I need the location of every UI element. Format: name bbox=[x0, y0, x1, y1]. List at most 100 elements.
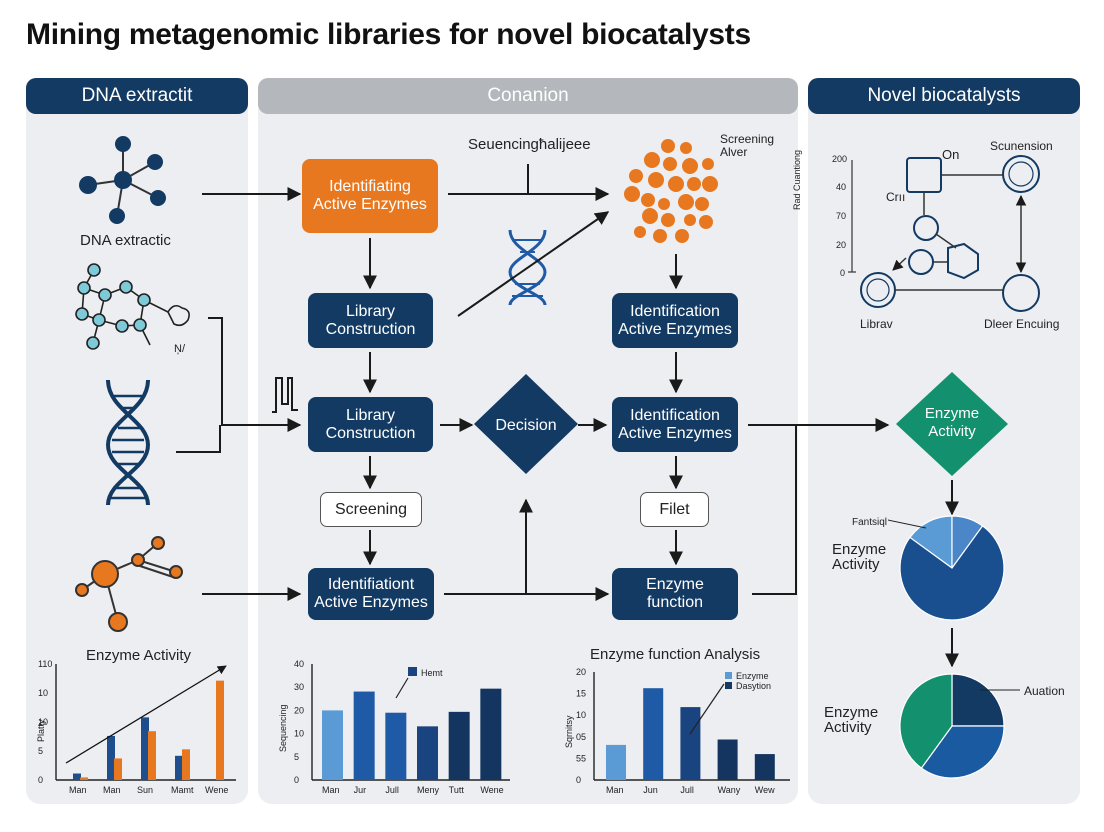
sequencing-label: Seuencingħalijeee bbox=[468, 136, 591, 153]
chart1-title: Enzyme Activity bbox=[86, 647, 192, 664]
bar bbox=[754, 754, 775, 780]
bar bbox=[448, 711, 470, 780]
diagram-yaxis-label: Rad Cuantiong bbox=[792, 149, 802, 210]
label-on: On bbox=[942, 147, 960, 162]
left-panel bbox=[26, 80, 248, 804]
x-tick-label: Man bbox=[103, 785, 121, 795]
pie-slice bbox=[899, 525, 1005, 621]
y-tick-label: 20 bbox=[576, 667, 586, 677]
diagram-tick: 20 bbox=[836, 240, 847, 250]
y-tick-label: 20 bbox=[294, 705, 304, 715]
y-tick-label: 30 bbox=[294, 682, 304, 692]
x-tick-label: Mamt bbox=[171, 785, 194, 795]
identification-active-enzymes-box-2: Identification Active Enzymes bbox=[612, 397, 738, 452]
pie1-label: Enzyme Activity bbox=[832, 541, 887, 573]
y-tick-label: 40 bbox=[294, 659, 304, 669]
y-axis-label: Sequencing bbox=[278, 704, 288, 752]
legend-leader bbox=[395, 677, 409, 699]
x-tick-label: Man bbox=[606, 785, 624, 795]
callout-leader bbox=[887, 519, 927, 529]
y-tick-label: 15 bbox=[576, 689, 586, 699]
bar bbox=[606, 744, 626, 780]
x-tick-label: Man bbox=[322, 785, 340, 795]
dna-helix-left-icon bbox=[105, 379, 151, 506]
molecule-label: Ņ/ bbox=[174, 343, 185, 355]
molecule-teal-icon bbox=[75, 263, 190, 350]
bar bbox=[182, 749, 190, 780]
y-tick-label: 10 bbox=[38, 717, 48, 727]
screening-box: Screening bbox=[320, 492, 422, 527]
y-tick-label: 55 bbox=[576, 753, 586, 763]
label-dleer: Dleer Encuing bbox=[984, 317, 1060, 331]
legend-swatch bbox=[408, 667, 417, 676]
bar bbox=[107, 735, 115, 780]
screening-alver-label: Screening Alver bbox=[720, 132, 775, 159]
x-tick-label: Jull bbox=[385, 785, 399, 795]
decision-node bbox=[474, 374, 578, 474]
bar bbox=[353, 691, 375, 780]
enzyme-activity-pie-1 bbox=[887, 515, 1005, 621]
pie-slice bbox=[951, 673, 1005, 727]
y-tick-label: 10 bbox=[38, 688, 48, 698]
bead-cluster-icon bbox=[624, 139, 718, 243]
y-tick-label: 5 bbox=[294, 752, 299, 762]
x-tick-label: Tutt bbox=[449, 785, 465, 795]
pie-slice bbox=[920, 725, 1005, 779]
y-tick-label: 110 bbox=[38, 659, 52, 669]
diagram-tick: 200 bbox=[832, 154, 848, 164]
left-panel-header: DNA extractit bbox=[26, 78, 248, 114]
legend-label: Enzyme bbox=[736, 671, 769, 681]
bar bbox=[80, 777, 88, 780]
bar bbox=[385, 712, 407, 780]
bar bbox=[216, 680, 224, 780]
label-scunension: Scunension bbox=[990, 139, 1053, 153]
bar bbox=[480, 688, 502, 780]
y-axis-label: Sqrnitsy bbox=[564, 715, 574, 748]
x-tick-label: Sun bbox=[137, 785, 153, 795]
bar bbox=[114, 758, 122, 780]
decision-text: Decision bbox=[495, 417, 556, 434]
filet-box: Filet bbox=[640, 492, 709, 527]
identifiating-active-enzymes-box: Identifiating Active Enzymes bbox=[302, 159, 438, 233]
x-tick-label: Wany bbox=[718, 785, 741, 795]
bar bbox=[175, 755, 183, 780]
bar bbox=[417, 726, 438, 780]
library-construction-box-1: Library Construction bbox=[308, 293, 433, 348]
label-librav: Librav bbox=[860, 317, 893, 331]
legend-leader bbox=[689, 683, 725, 735]
pie2-callout: Auation bbox=[1024, 684, 1065, 698]
diagram-tick: 0 bbox=[840, 268, 846, 278]
diagram-tick: 70 bbox=[836, 211, 847, 221]
pie2-label: Enzyme Activity bbox=[824, 704, 879, 736]
page-title: Mining metagenomic libraries for novel b… bbox=[26, 18, 751, 51]
bar bbox=[643, 688, 664, 780]
middle-panel-header: Conanion bbox=[258, 78, 798, 114]
pie-slice bbox=[909, 515, 953, 570]
y-tick-label: 05 bbox=[576, 732, 586, 742]
x-tick-label: Wene bbox=[480, 785, 503, 795]
x-tick-label: Man bbox=[69, 785, 87, 795]
bar bbox=[141, 717, 149, 780]
pie-slice bbox=[899, 673, 953, 769]
y-tick-label: 10 bbox=[576, 710, 586, 720]
pie1-callout: Fantsiql bbox=[852, 517, 888, 528]
x-tick-label: Wene bbox=[205, 785, 228, 795]
x-tick-label: Jur bbox=[354, 785, 367, 795]
trend-arrow bbox=[65, 665, 227, 764]
structure-diagram bbox=[848, 155, 1040, 312]
diagram-tick: 40 bbox=[836, 182, 847, 192]
bar bbox=[148, 731, 156, 780]
identification-active-enzymes-box-1: Identification Active Enzymes bbox=[612, 293, 738, 348]
x-tick-label: Jun bbox=[643, 785, 658, 795]
bar bbox=[322, 710, 343, 780]
legend-swatch bbox=[725, 682, 732, 689]
label-cr: Crıı bbox=[886, 190, 906, 204]
legend-swatch bbox=[725, 672, 732, 679]
right-panel-header: Novel biocatalysts bbox=[808, 78, 1080, 114]
legend-label: Dasytion bbox=[736, 681, 771, 691]
library-construction-box-2: Library Construction bbox=[308, 397, 433, 452]
